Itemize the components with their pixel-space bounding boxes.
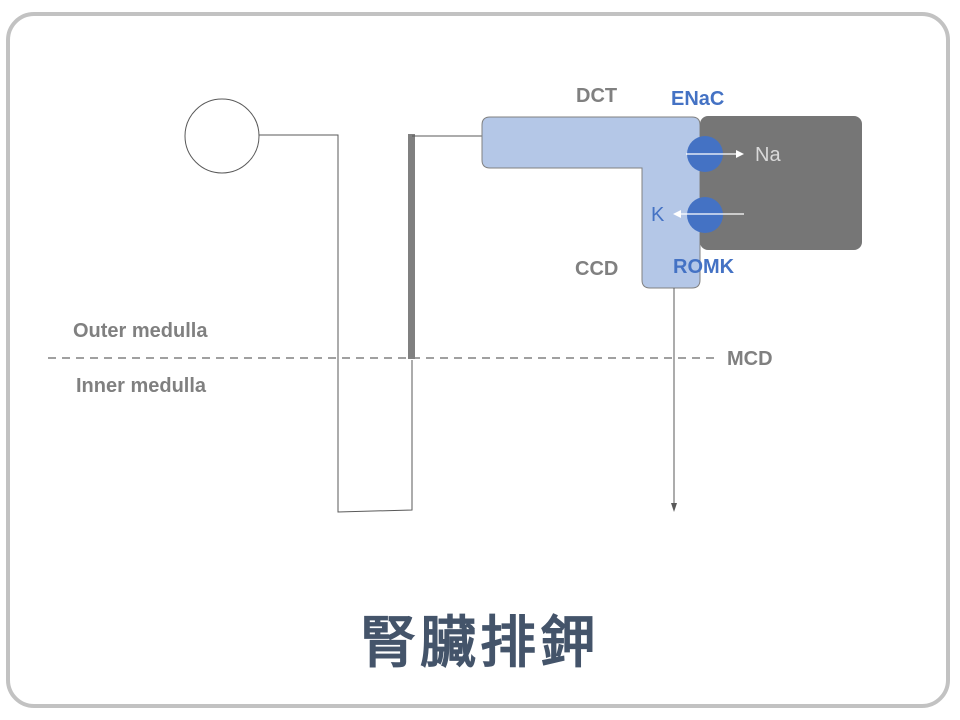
dct-label: DCT	[576, 85, 618, 107]
na-label: Na	[755, 144, 781, 166]
outer-medulla-label: Outer medulla	[73, 320, 208, 342]
loop-of-henle-line	[259, 134, 413, 513]
romk-label: ROMK	[673, 256, 735, 278]
romk-channel	[687, 197, 723, 233]
mcd-arrowhead	[671, 503, 677, 512]
enac-label: ENaC	[671, 88, 725, 110]
thick-ascending-limb	[408, 134, 415, 359]
slide-title: 腎臟排鉀	[360, 611, 600, 674]
k-label: K	[651, 204, 665, 226]
glomerulus-circle	[184, 98, 260, 174]
ccd-label: CCD	[575, 258, 619, 280]
mcd-label: MCD	[727, 348, 773, 370]
na-arrowhead	[736, 150, 744, 158]
principal-cell	[700, 116, 862, 250]
inner-medulla-label: Inner medulla	[76, 375, 207, 397]
k-arrowhead	[673, 210, 681, 218]
dct-ccd-tubule	[481, 116, 701, 289]
